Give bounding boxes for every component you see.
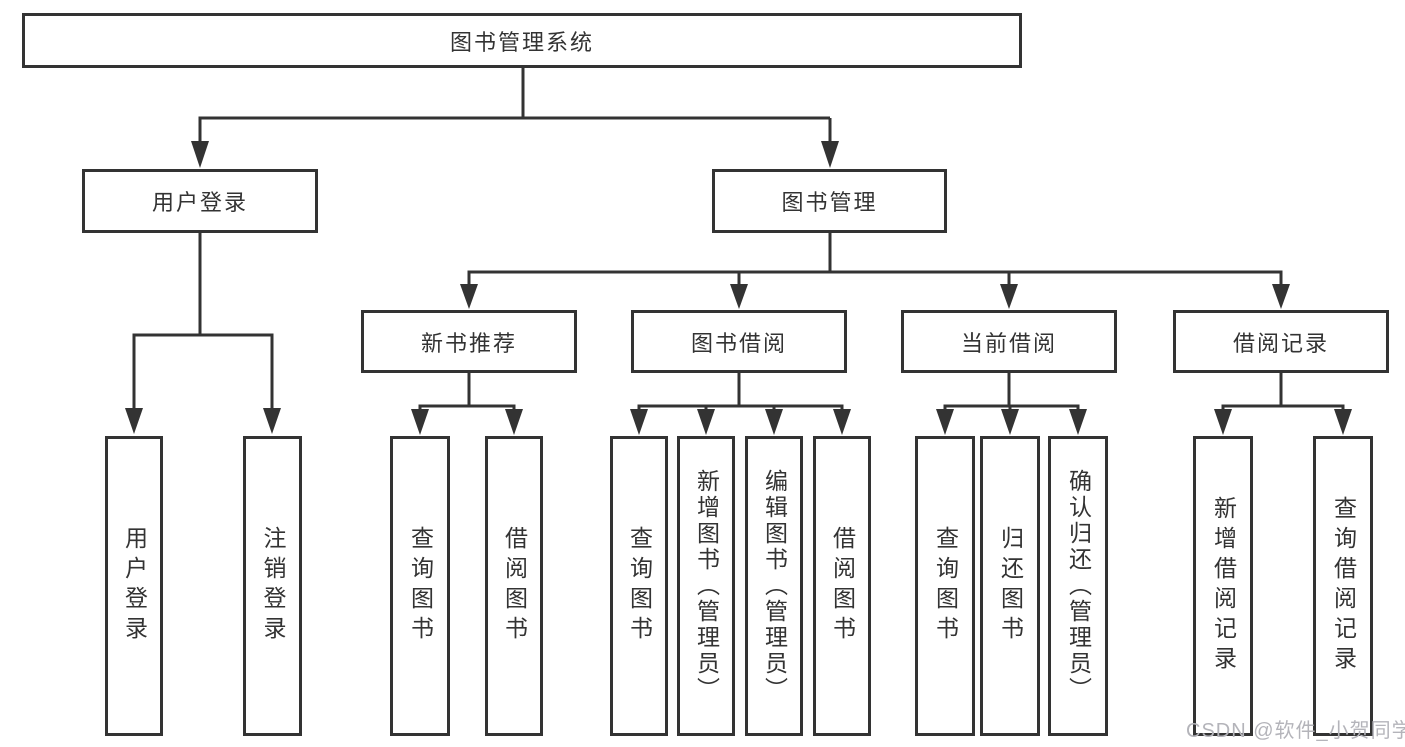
node-label: 新增图书（管理员） xyxy=(693,469,720,703)
node-book-borrow: 图书借阅 xyxy=(631,310,847,373)
leaf-confirm-return-admin: 确认归还（管理员） xyxy=(1048,436,1108,736)
node-label: 确认归还（管理员） xyxy=(1065,469,1092,703)
node-user-login: 用户登录 xyxy=(82,169,318,233)
csdn-watermark: CSDN @软件_小贺同学 xyxy=(1186,720,1405,742)
leaf-add-book-admin: 新增图书（管理员） xyxy=(677,436,735,736)
node-label: 注销登录 xyxy=(260,526,286,646)
node-label: 查询借阅记录 xyxy=(1330,496,1357,676)
leaf-query-books-current: 查询图书 xyxy=(915,436,975,736)
leaf-borrow-books: 借阅图书 xyxy=(813,436,871,736)
node-label: 编辑图书（管理员） xyxy=(761,469,788,703)
leaf-add-borrow-record: 新增借阅记录 xyxy=(1193,436,1253,736)
node-label: 归还图书 xyxy=(997,526,1024,646)
node-borrow-records: 借阅记录 xyxy=(1173,310,1389,373)
leaf-borrow-books-recommend: 借阅图书 xyxy=(485,436,543,736)
node-label: 图书管理系统 xyxy=(449,29,594,55)
node-label: 借阅图书 xyxy=(829,526,856,646)
node-label: 新增借阅记录 xyxy=(1210,496,1237,676)
node-label: 查询图书 xyxy=(626,526,653,646)
leaf-query-borrow-record: 查询借阅记录 xyxy=(1313,436,1373,736)
node-label: 查询图书 xyxy=(407,526,434,646)
node-label: 用户登录 xyxy=(151,190,248,215)
node-book-management: 图书管理 xyxy=(712,169,947,233)
node-new-book-recommend: 新书推荐 xyxy=(361,310,577,373)
node-label: 查询图书 xyxy=(932,526,959,646)
node-label: 当前借阅 xyxy=(960,330,1057,356)
node-label: 新书推荐 xyxy=(420,330,517,356)
node-label: 借阅图书 xyxy=(501,526,528,646)
leaf-logout-login: 注销登录 xyxy=(243,436,302,736)
leaf-return-book: 归还图书 xyxy=(980,436,1040,736)
leaf-query-books-recommend: 查询图书 xyxy=(390,436,450,736)
node-label: 图书借阅 xyxy=(690,330,787,356)
node-label: 图书管理 xyxy=(781,190,878,215)
leaf-edit-book-admin: 编辑图书（管理员） xyxy=(745,436,803,736)
leaf-query-books-borrow: 查询图书 xyxy=(610,436,668,736)
node-label: 用户登录 xyxy=(121,526,148,646)
node-library-system: 图书管理系统 xyxy=(22,13,1022,68)
leaf-user-login: 用户登录 xyxy=(105,436,163,736)
node-label: 借阅记录 xyxy=(1232,330,1329,356)
node-current-borrow: 当前借阅 xyxy=(901,310,1117,373)
